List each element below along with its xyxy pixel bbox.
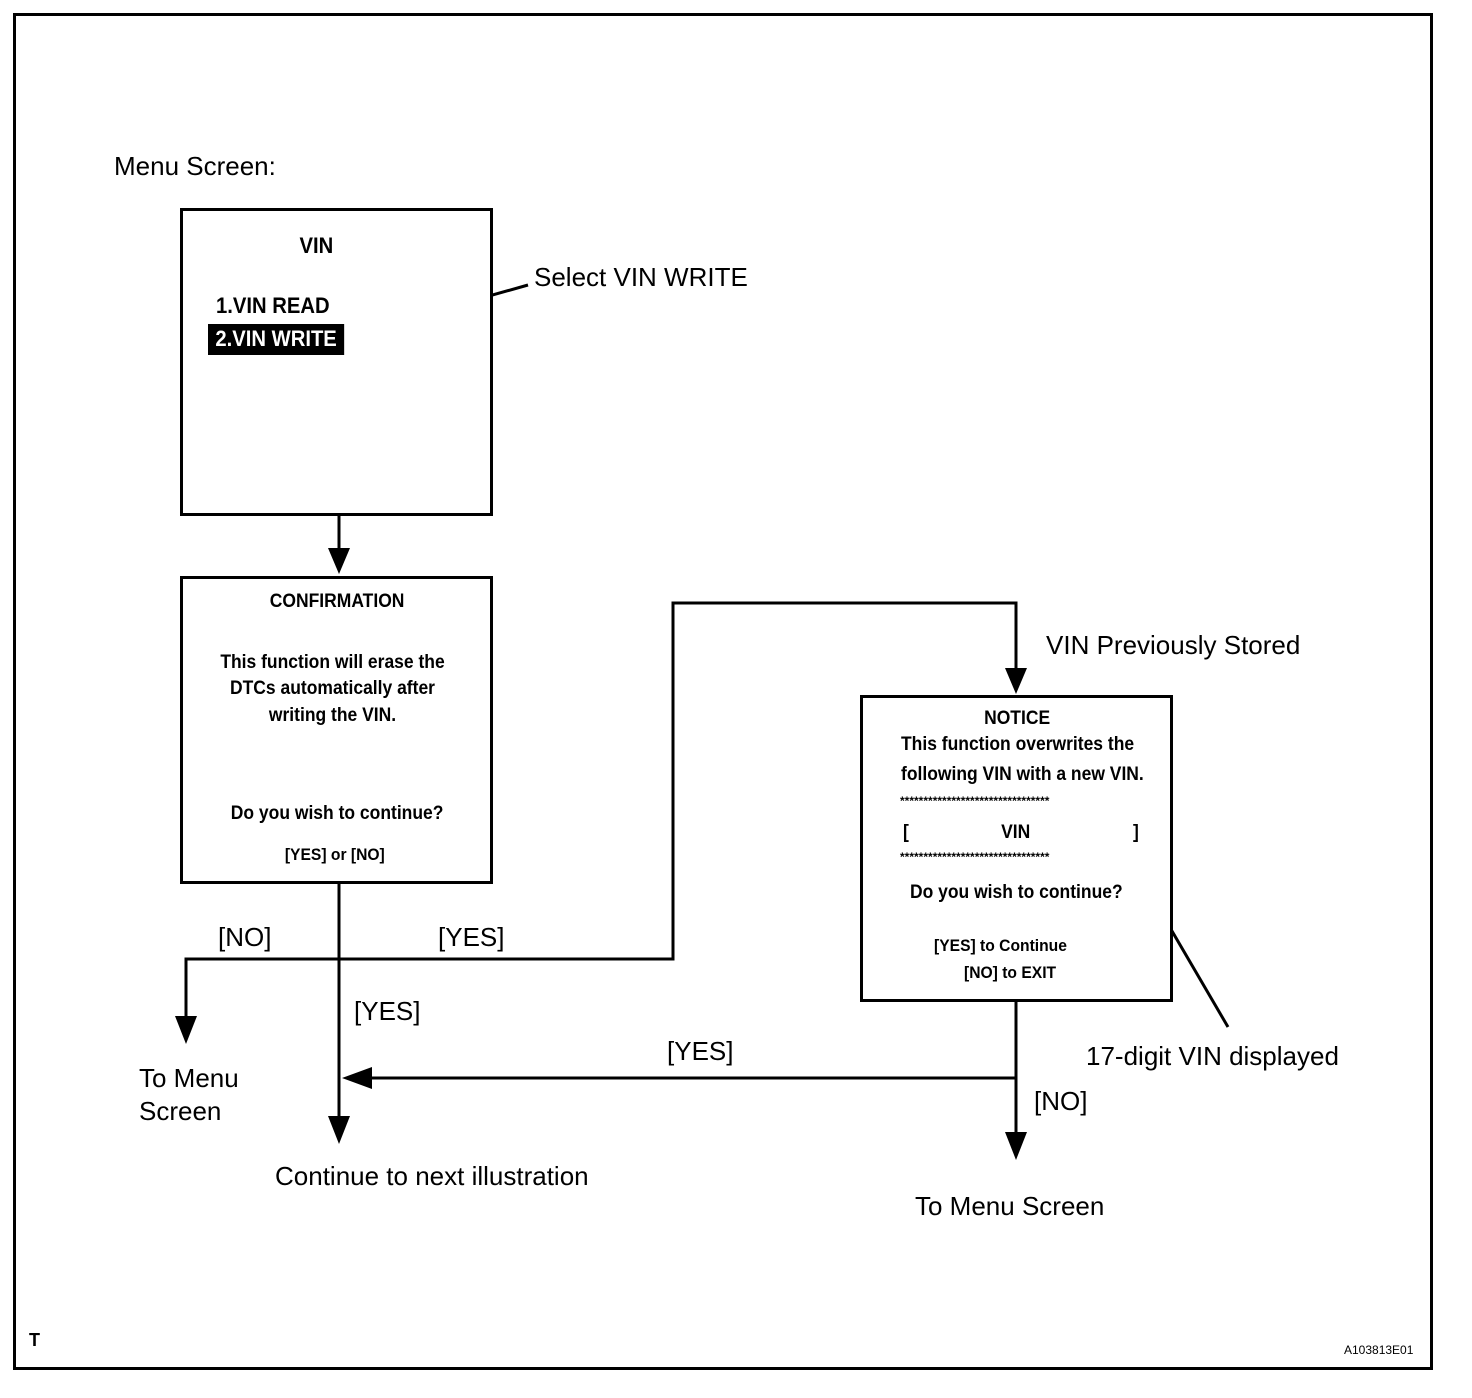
yes-label-down: [YES] xyxy=(354,996,421,1026)
menu-item-vin-write[interactable]: 2.VIN WRITE xyxy=(208,324,345,355)
notice-yes-option: [YES] to Continue xyxy=(934,936,1067,955)
no-label-right: [NO] xyxy=(1034,1086,1088,1116)
notice-stars-top: ******************************** xyxy=(900,794,1050,808)
vin-previously-stored-label: VIN Previously Stored xyxy=(1046,630,1301,660)
to-menu-screen-right: To Menu Screen xyxy=(915,1191,1105,1221)
notice-question: Do you wish to continue? xyxy=(910,882,1123,903)
to-menu-left-line-1: To Menu xyxy=(139,1063,239,1093)
confirmation-line-1: This function will erase the xyxy=(220,652,445,673)
figure-id: A103813E01 xyxy=(1344,1343,1414,1357)
yes-label-bottom: [YES] xyxy=(667,1036,734,1066)
confirmation-question: Do you wish to continue? xyxy=(230,803,444,824)
notice-line-1: This function overwrites the xyxy=(901,734,1135,755)
confirmation-line-2: DTCs automatically after xyxy=(230,678,435,699)
arrowhead-confirmation xyxy=(328,548,350,574)
to-menu-left-line-2: Screen xyxy=(139,1096,222,1126)
menu-item-vin-read[interactable]: 1.VIN READ xyxy=(216,293,330,318)
figure-frame xyxy=(13,13,1433,1370)
corner-mark: T xyxy=(29,1330,40,1350)
confirmation-options: [YES] or [NO] xyxy=(284,845,385,864)
confirmation-title: CONFIRMATION xyxy=(269,591,405,612)
notice-screen: NOTICE This function overwrites the foll… xyxy=(860,695,1173,1002)
notice-title: NOTICE xyxy=(984,708,1051,729)
arrowhead-continue xyxy=(328,1116,350,1144)
notice-vin-field: VIN xyxy=(1001,822,1031,843)
yes-label-mid: [YES] xyxy=(438,922,505,952)
select-vin-write-callout: Select VIN WRITE xyxy=(534,262,748,292)
confirmation-line-3: writing the VIN. xyxy=(268,705,397,726)
notice-line-2: following VIN with a new VIN. xyxy=(901,764,1144,785)
seventeen-digit-vin-label: 17-digit VIN displayed xyxy=(1086,1041,1339,1071)
notice-bracket-close: ] xyxy=(1133,822,1139,843)
arrowhead-notice xyxy=(1005,668,1027,694)
no-label-left: [NO] xyxy=(218,922,272,952)
vin-menu-title: VIN xyxy=(299,233,334,258)
arrowhead-to-menu-left xyxy=(175,1016,197,1044)
vin-menu-screen: VIN 1.VIN READ 2.VIN WRITE xyxy=(180,208,493,516)
notice-no-option: [NO] to EXIT xyxy=(964,963,1057,982)
arrowhead-to-menu-right xyxy=(1005,1132,1027,1160)
continue-next-illustration: Continue to next illustration xyxy=(275,1161,589,1191)
connector-no-yes-horizontal xyxy=(184,601,1018,1018)
notice-stars-bottom: ******************************** xyxy=(900,850,1050,864)
arrowhead-yes-back xyxy=(342,1067,372,1089)
notice-bracket-open: [ xyxy=(903,822,909,843)
confirmation-screen: CONFIRMATION This function will erase th… xyxy=(180,576,493,884)
menu-screen-label: Menu Screen: xyxy=(114,151,276,181)
